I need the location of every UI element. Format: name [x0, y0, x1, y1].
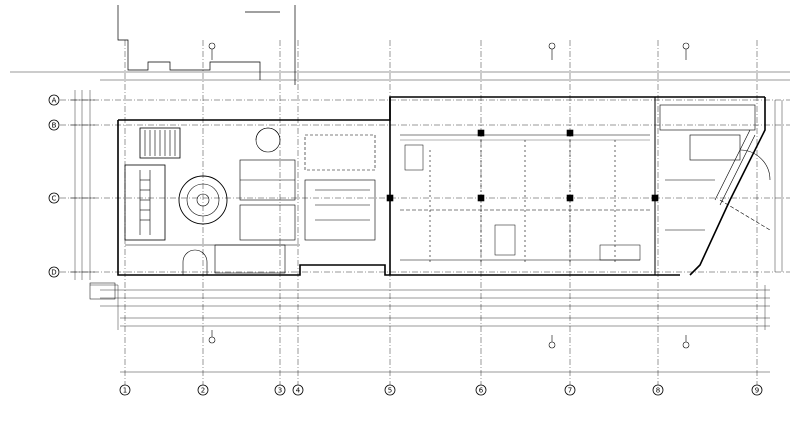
grid-bubbles-left — [48, 94, 60, 278]
column-grid-lines — [124, 40, 758, 385]
grid-label-8: 8 — [656, 387, 660, 395]
grid-label-2: 2 — [201, 387, 205, 395]
west-service-block — [124, 127, 376, 276]
left-dimension-lines — [70, 90, 116, 300]
grid-label-d: D — [51, 269, 56, 277]
east-wedge — [659, 104, 771, 231]
grid-label-4: 4 — [296, 387, 301, 395]
building-outline — [117, 96, 766, 276]
grid-label-9: 9 — [755, 387, 759, 395]
column-grid-labels: 1 2 3 4 5 6 7 8 9 — [123, 387, 759, 395]
grid-label-b: B — [52, 122, 57, 130]
grid-label-7: 7 — [568, 387, 572, 395]
grid-label-c: C — [52, 195, 57, 203]
grid-bubbles-bottom — [119, 384, 763, 396]
grid-label-1: 1 — [123, 387, 127, 395]
row-grid-labels: A B C D — [51, 97, 56, 277]
central-hall — [386, 129, 659, 265]
row-grid-lines — [60, 99, 790, 273]
dimension-lines — [90, 284, 770, 373]
grid-label-5: 5 — [388, 387, 392, 395]
section-markers — [208, 42, 690, 349]
neighbour-building-outline — [10, 5, 790, 85]
grid-label-6: 6 — [479, 387, 484, 395]
grid-label-3: 3 — [278, 387, 282, 395]
grid-label-a: A — [52, 97, 57, 105]
right-dimension-lines — [774, 100, 783, 272]
